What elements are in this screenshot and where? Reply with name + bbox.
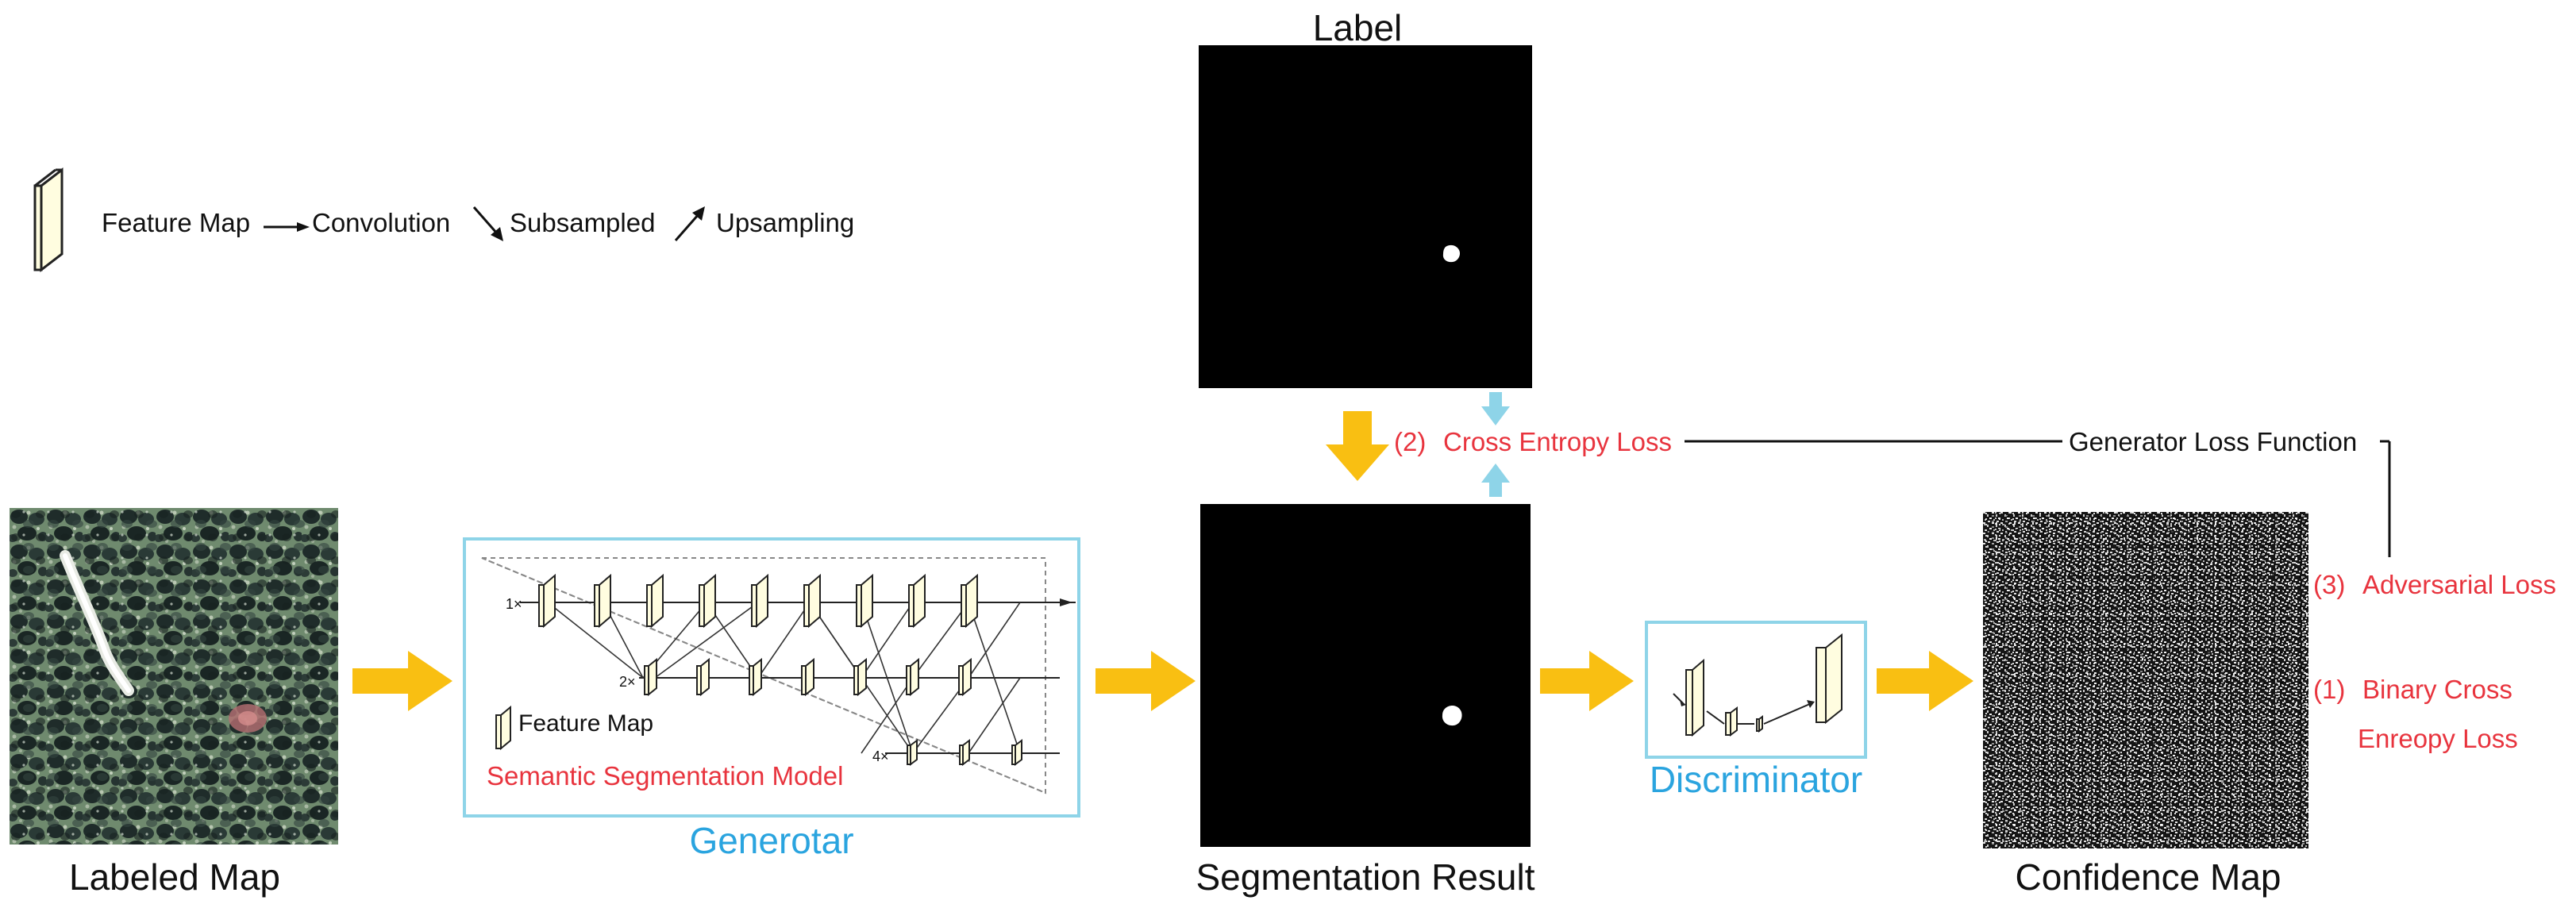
convolution-arrow-icon (264, 222, 310, 232)
generator-feature-map-icon (495, 705, 511, 751)
generator-loss-connector (1685, 440, 2391, 557)
labeled-map-caption: Labeled Map (69, 856, 280, 898)
flow-arrow-icon (1540, 651, 1634, 711)
confidence-map-image (1983, 512, 2308, 848)
confidence-map-caption: Confidence Map (2015, 856, 2281, 898)
semantic-segmentation-model-label: Semantic Segmentation Model (487, 761, 844, 791)
legend-subsampled-label: Subsampled (510, 208, 656, 237)
legend-feature-map-icon (33, 167, 64, 273)
discriminator-box (1645, 621, 1867, 759)
generator-scale-2x: 2× (619, 674, 636, 690)
generator-scale-1x: 1× (506, 596, 522, 612)
generator-scale-4x: 4× (872, 748, 889, 764)
generator-caption: Generotar (689, 820, 854, 861)
discriminator-network-diagram (1673, 633, 1842, 737)
subsampled-arrow-icon (472, 206, 503, 241)
upsampling-arrow-icon (674, 206, 705, 241)
flow-arrow-icon (1326, 411, 1389, 481)
label-caption: Label (1312, 7, 1403, 48)
feedback-arrow-icon (1481, 464, 1510, 497)
legend-upsampling-label: Upsampling (716, 208, 855, 237)
legend-convolution-label: Convolution (312, 208, 451, 237)
segmentation-blob (1442, 706, 1462, 726)
discriminator-caption: Discriminator (1649, 759, 1863, 800)
feedback-arrow-icon (1481, 392, 1510, 425)
generator-feature-map-label: Feature Map (518, 710, 654, 737)
legend-feature-map-label: Feature Map (102, 208, 251, 237)
segmentation-result-caption: Segmentation Result (1196, 856, 1535, 898)
flow-arrow-icon (1095, 651, 1196, 711)
label-image (1199, 45, 1532, 388)
binary-number: (1) (2313, 675, 2346, 704)
label-blob (1442, 244, 1461, 263)
generator-network-diagram (481, 557, 1076, 794)
binary-cross-label: Binary Cross (2362, 675, 2512, 704)
flow-arrow-icon (352, 651, 452, 711)
generator-loss-function-label: Generator Loss Function (2069, 427, 2358, 456)
flow-arrow-icon (1877, 651, 1973, 711)
cross-entropy-number: (2) (1394, 427, 1427, 456)
generator-box: 1× 2× 4× Feature Map Semantic Segmentati… (463, 537, 1080, 818)
cross-entropy-loss-label: Cross Entropy Loss (1443, 427, 1672, 456)
adversarial-loss-label: Adversarial Loss (2362, 570, 2556, 599)
enreopy-loss-label: Enreopy Loss (2358, 724, 2518, 753)
segmentation-result-image (1200, 504, 1531, 847)
adversarial-number: (3) (2313, 570, 2346, 599)
labeled-map-image (10, 508, 338, 845)
